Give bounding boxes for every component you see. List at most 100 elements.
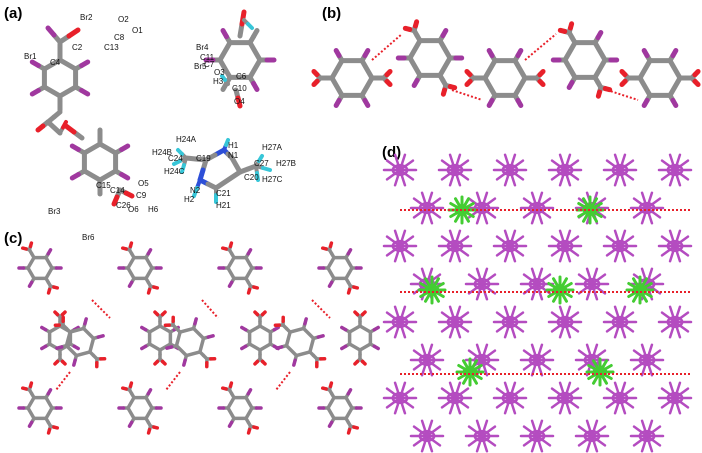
packing-bond bbox=[632, 434, 649, 447]
ring-bond bbox=[191, 326, 206, 341]
bond bbox=[72, 344, 80, 351]
packing-bond bbox=[398, 168, 407, 187]
bond bbox=[45, 25, 57, 38]
ring-bond bbox=[437, 38, 453, 61]
ring-bond bbox=[347, 324, 362, 334]
packing-bond bbox=[522, 425, 539, 438]
bond bbox=[83, 317, 88, 326]
packing-bond bbox=[530, 343, 539, 362]
bond bbox=[557, 27, 568, 34]
atom-label: Br2 bbox=[80, 13, 93, 22]
packing-bond bbox=[563, 244, 572, 263]
atom-label: Br6 bbox=[82, 233, 95, 242]
packing-bond bbox=[640, 343, 649, 362]
packing-bond bbox=[453, 381, 462, 400]
packing-bond bbox=[577, 425, 594, 438]
ring-bond bbox=[244, 255, 254, 270]
ring-bond bbox=[174, 330, 182, 348]
ring-bond bbox=[68, 326, 86, 334]
packing-bond bbox=[503, 305, 512, 324]
packing-bond bbox=[508, 168, 517, 187]
packing-ring bbox=[611, 315, 629, 329]
packing-bond bbox=[440, 235, 457, 248]
panel-a-molecular-structure bbox=[29, 9, 277, 207]
packing-bond bbox=[522, 358, 539, 371]
bond bbox=[227, 420, 234, 428]
packing-bond bbox=[632, 349, 649, 362]
packing-bond bbox=[660, 235, 677, 248]
bond bbox=[311, 68, 320, 78]
bond bbox=[292, 358, 297, 367]
packing-bond bbox=[618, 153, 627, 172]
packing-bond bbox=[453, 305, 462, 324]
packing-bond bbox=[475, 267, 484, 286]
packing-bond bbox=[495, 311, 512, 324]
packing-ring bbox=[556, 239, 574, 253]
ring-bond bbox=[359, 58, 375, 81]
ring-bond bbox=[562, 57, 578, 80]
packing-bond bbox=[660, 311, 677, 324]
bond bbox=[220, 246, 228, 251]
packing-bond bbox=[577, 434, 594, 447]
ring-bond bbox=[74, 350, 92, 358]
hydrogen-bond bbox=[201, 299, 219, 319]
packing-bond bbox=[645, 273, 662, 286]
ring-bond bbox=[44, 266, 54, 281]
packing-bond bbox=[453, 387, 470, 400]
packing-bond bbox=[632, 197, 649, 210]
bond bbox=[119, 143, 131, 152]
packing-bond bbox=[385, 159, 402, 172]
packing-bond bbox=[475, 282, 484, 301]
atom-label: H24C bbox=[164, 167, 185, 176]
packing-bond bbox=[585, 343, 594, 362]
bond bbox=[46, 388, 53, 396]
atom-label: H27A bbox=[262, 143, 283, 152]
hydrogen-bond bbox=[55, 371, 71, 391]
bond bbox=[246, 248, 253, 256]
packing-bond bbox=[398, 396, 407, 415]
bond bbox=[45, 119, 63, 136]
bond bbox=[362, 97, 371, 108]
bond bbox=[253, 359, 260, 366]
packing-bond bbox=[480, 191, 489, 210]
packing-bond bbox=[577, 358, 594, 371]
packing-bond bbox=[558, 168, 567, 187]
bond bbox=[46, 287, 52, 295]
atom-label: Br3 bbox=[48, 207, 61, 216]
packing-bond bbox=[530, 282, 539, 301]
packing-bond bbox=[613, 396, 622, 415]
packing-bond bbox=[563, 159, 580, 172]
packing-bond bbox=[550, 168, 567, 181]
packing-bond bbox=[590, 273, 607, 286]
ring-bond bbox=[144, 395, 154, 410]
packing-bond bbox=[467, 282, 484, 295]
bond bbox=[153, 359, 160, 366]
bond bbox=[28, 381, 34, 389]
ring-bond bbox=[126, 266, 136, 281]
packing-bond bbox=[412, 197, 429, 210]
atom-label: C11 bbox=[200, 53, 215, 62]
packing-bond bbox=[673, 244, 682, 263]
bond bbox=[360, 310, 367, 317]
ring-bond bbox=[26, 395, 36, 410]
packing-bond bbox=[480, 197, 497, 210]
packing-bond bbox=[660, 159, 677, 172]
packing-bond bbox=[398, 235, 415, 248]
packing-bond bbox=[618, 387, 635, 400]
bond bbox=[140, 325, 148, 332]
packing-bond bbox=[558, 229, 567, 248]
packing-bond bbox=[660, 320, 677, 333]
packing-bond bbox=[613, 229, 622, 248]
ring-bond bbox=[344, 406, 354, 421]
packing-bond bbox=[412, 273, 429, 286]
packing-bond bbox=[453, 235, 470, 248]
packing-bond bbox=[535, 273, 552, 286]
packing-bond bbox=[590, 343, 599, 362]
packing-bond bbox=[412, 349, 429, 362]
packing-bond bbox=[558, 153, 567, 172]
packing-bond bbox=[660, 244, 677, 257]
bond bbox=[172, 159, 182, 166]
packing-ring bbox=[666, 163, 684, 177]
packing-bond bbox=[645, 358, 654, 377]
